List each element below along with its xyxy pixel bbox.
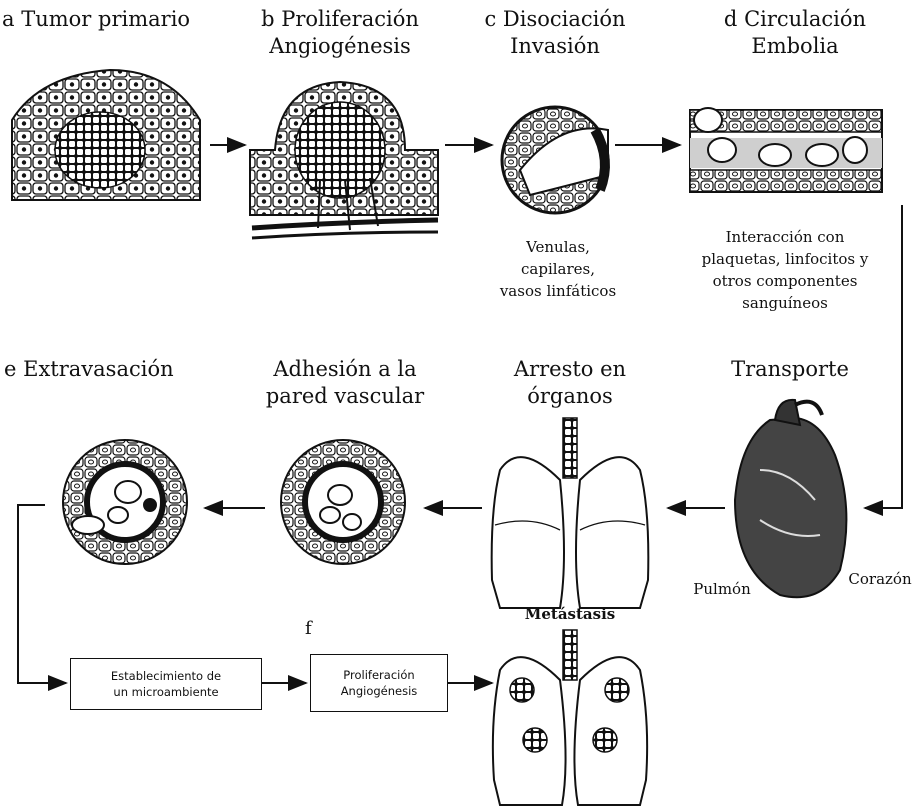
angiogenesis-illustration xyxy=(250,82,438,238)
interaction-note: Interacción con plaquetas, linfocitos y … xyxy=(680,226,890,314)
stage-c-title: c Disociación Invasión xyxy=(470,6,640,60)
arrow-extravasation-to-microenvironment xyxy=(18,505,66,683)
stage-b-title: b Proliferación Angiogénesis xyxy=(245,6,435,60)
transport-title: Transporte xyxy=(705,356,875,383)
invasion-illustration xyxy=(502,107,608,213)
vessel-extravasation-illustration xyxy=(63,440,187,564)
adhesion-title: Adhesión a la pared vascular xyxy=(255,356,435,410)
vessel-circulation-illustration xyxy=(690,108,882,192)
microenvironment-box: Establecimiento de un microambiente xyxy=(70,658,262,710)
primary-tumor-illustration xyxy=(12,70,200,200)
stage-a-title: a Tumor primario xyxy=(2,6,212,33)
corazon-label: Corazón xyxy=(840,568,920,590)
vessel-adhesion-illustration xyxy=(281,440,405,564)
heart-illustration xyxy=(735,400,846,597)
vessels-note: Venulas, capilares, vasos linfáticos xyxy=(478,236,638,302)
proliferation-box: Proliferación Angiogénesis xyxy=(310,654,448,712)
metastasis-title: Metástasis xyxy=(490,603,650,625)
pulmon-label: Pulmón xyxy=(682,578,762,600)
lungs-illustration xyxy=(492,418,649,608)
stage-f-letter: f xyxy=(305,615,335,642)
stage-d-title: d Circulación Embolia xyxy=(705,6,885,60)
stage-e-title: e Extravasación xyxy=(4,356,214,383)
arrest-title: Arresto en órganos xyxy=(490,356,650,410)
metastasis-lungs-illustration xyxy=(493,630,647,805)
